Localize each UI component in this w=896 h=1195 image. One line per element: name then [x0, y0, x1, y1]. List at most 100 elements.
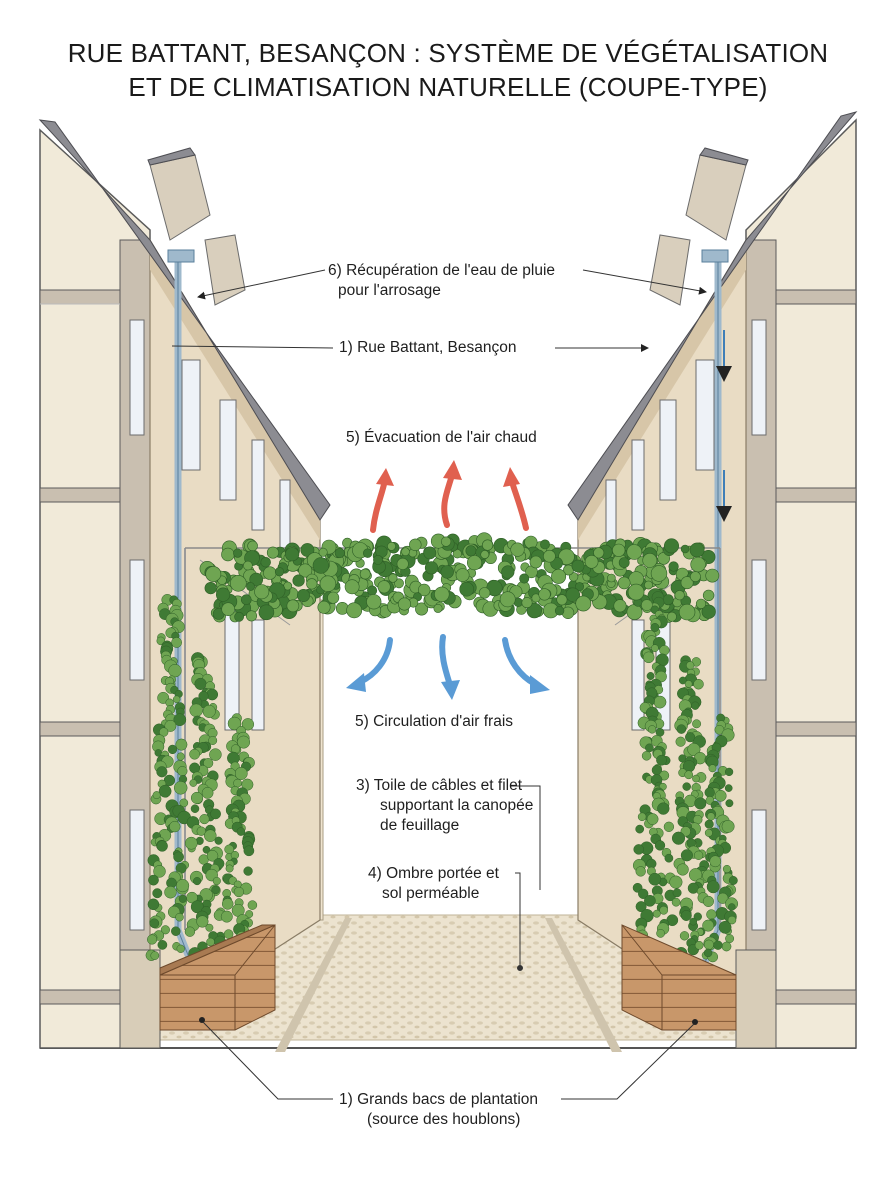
leaf	[690, 572, 700, 582]
leaf	[360, 569, 370, 579]
leaf	[694, 679, 704, 689]
leaf	[467, 556, 481, 570]
leaf	[634, 844, 644, 854]
leaf	[176, 879, 189, 892]
leaf	[168, 745, 177, 754]
leaf	[572, 560, 584, 572]
label-cool-air: 5) Circulation d'air frais	[355, 712, 513, 732]
leaf	[367, 595, 382, 610]
leaf	[466, 546, 476, 556]
leaf	[398, 598, 410, 610]
leaf	[190, 704, 203, 717]
leaf	[200, 814, 210, 824]
leaf	[725, 768, 733, 776]
leaf	[297, 589, 309, 601]
leaf	[642, 751, 651, 760]
leaf	[425, 562, 438, 575]
leaf	[387, 542, 395, 550]
leaf	[275, 567, 284, 576]
leaf	[190, 749, 200, 759]
cool-air-arrow-2	[442, 637, 450, 685]
leaf	[207, 938, 215, 946]
leaf	[185, 927, 195, 937]
leaf	[363, 549, 372, 558]
cool-air-arrow-1	[360, 640, 390, 682]
leaf	[174, 781, 187, 794]
leaf	[193, 877, 201, 885]
leaf	[165, 886, 177, 898]
leaf	[710, 856, 721, 867]
leaf	[263, 567, 276, 580]
label-canopy-line-1: 3) Toile de câbles et filet	[356, 776, 533, 796]
leaf	[562, 607, 574, 619]
leaf	[482, 540, 493, 551]
leaf	[441, 537, 451, 547]
leaf	[328, 592, 339, 603]
leaf	[729, 876, 737, 884]
leaf	[705, 788, 715, 798]
leaf	[285, 547, 299, 561]
leaf	[378, 581, 390, 593]
cool-air-arrowhead-1	[346, 673, 366, 692]
leaf	[191, 792, 203, 804]
leaf	[222, 603, 235, 616]
leaf	[722, 942, 731, 951]
leaf	[725, 785, 732, 792]
leaf	[318, 601, 330, 613]
leaf	[460, 582, 474, 596]
leaf	[157, 841, 168, 852]
leaf	[335, 548, 345, 558]
leaf	[267, 547, 278, 558]
leaf	[307, 579, 318, 590]
leaf	[691, 702, 699, 710]
leaf	[636, 867, 646, 877]
leaf	[178, 766, 188, 776]
leaf	[695, 941, 703, 949]
leaf	[677, 864, 689, 876]
leaf	[373, 555, 382, 564]
leaf	[153, 889, 162, 898]
leaf	[619, 558, 629, 568]
leaf	[234, 887, 244, 897]
leaf	[645, 744, 653, 752]
leaf	[648, 726, 656, 734]
leaf	[511, 543, 525, 557]
leaf	[643, 652, 654, 663]
leaf	[241, 595, 251, 605]
leaf	[202, 787, 213, 798]
leaf	[206, 566, 221, 581]
leaf	[676, 737, 686, 747]
leaf	[677, 725, 686, 734]
label-hot-air: 5) Évacuation de l'air chaud	[346, 428, 537, 448]
leaf	[638, 813, 646, 821]
label-canopy: 3) Toile de câbles et filet supportant l…	[356, 776, 533, 836]
leaf	[679, 604, 695, 620]
leaf	[655, 841, 665, 851]
leaf	[704, 940, 714, 950]
label-planters-line-2: (source des houblons)	[339, 1110, 538, 1130]
leaf	[176, 739, 187, 750]
leaf	[402, 548, 410, 556]
leaf	[653, 910, 660, 917]
leaf	[690, 543, 704, 557]
leaf	[456, 569, 469, 582]
leaf	[660, 906, 668, 914]
leaf	[520, 574, 529, 583]
leaf	[719, 921, 731, 933]
leaf	[235, 612, 244, 621]
label-canopy-line-3: de feuillage	[356, 816, 533, 836]
leaf	[261, 557, 271, 567]
leaf	[703, 920, 714, 931]
leaf	[313, 558, 329, 574]
cool-air-arrowhead-3	[530, 675, 550, 694]
leaf	[409, 539, 421, 551]
leaf	[669, 562, 679, 572]
leaf	[692, 720, 700, 728]
leaf	[153, 791, 160, 798]
label-shade: 4) Ombre portée et sol perméable	[368, 864, 499, 904]
leaf	[683, 783, 691, 791]
leaf	[345, 580, 359, 594]
leaf	[397, 558, 408, 569]
leaf	[618, 577, 630, 589]
